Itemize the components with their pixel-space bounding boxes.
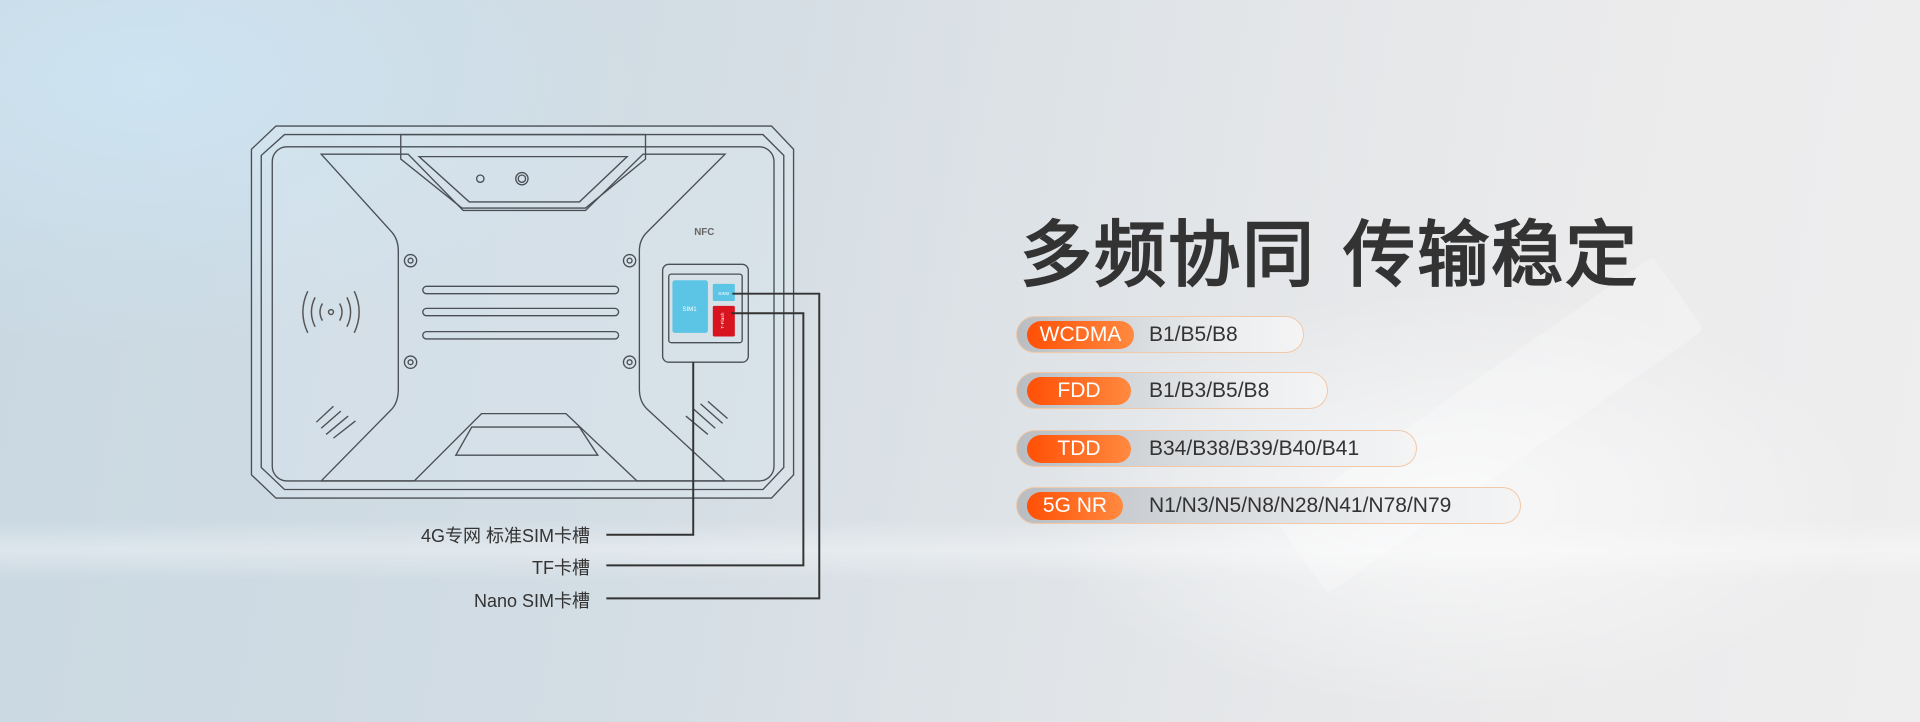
band-values: B1/B5/B8 <box>1149 323 1238 346</box>
band-tag: 5G NR <box>1027 492 1123 520</box>
band-row-tdd: TDD B34/B38/B39/B40/B41 <box>1016 430 1417 467</box>
tf-card <box>712 305 735 337</box>
leader-line-tf <box>606 312 805 567</box>
band-tag: WCDMA <box>1027 321 1134 349</box>
callout-nano-sim-slot: Nano SIM卡槽 <box>473 591 590 611</box>
sim1-mark: SIM1 <box>682 306 697 313</box>
band-row-wcdma: WCDMA B1/B5/B8 <box>1016 316 1304 353</box>
page-title: 多频协同 传输稳定 <box>1020 213 1640 297</box>
leader-line-nano <box>606 292 821 600</box>
nfc-mark: NFC <box>694 227 714 238</box>
sim2-card <box>712 283 735 302</box>
tflash-mark: T-Flash <box>720 312 726 329</box>
band-values: B1/B3/B5/B8 <box>1149 379 1270 402</box>
leader-line-sim <box>606 362 695 536</box>
callout-tf-slot: TF卡槽 <box>532 558 590 578</box>
sim1-card <box>672 280 708 333</box>
band-tag: FDD <box>1027 377 1131 405</box>
band-row-5g-nr: 5G NR N1/N3/N5/N8/N28/N41/N78/N79 <box>1016 487 1521 524</box>
band-values: N1/N3/N5/N8/N28/N41/N78/N79 <box>1149 494 1452 517</box>
band-row-fdd: FDD B1/B3/B5/B8 <box>1016 372 1328 409</box>
nfc-wave-icon <box>302 290 360 334</box>
band-tag: TDD <box>1027 435 1131 463</box>
callout-standard-sim-slot: 4G专网 标准SIM卡槽 <box>420 526 590 546</box>
background-haze <box>0 520 1920 580</box>
sim2-mark: SIM2 <box>718 291 730 297</box>
band-values: B34/B38/B39/B40/B41 <box>1149 437 1360 460</box>
